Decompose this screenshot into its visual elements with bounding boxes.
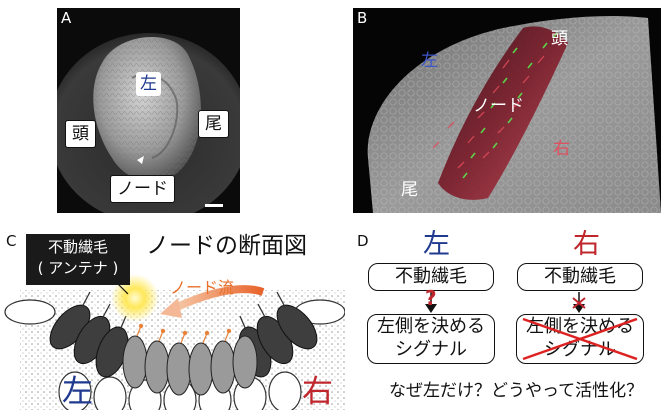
question-mark: ? xyxy=(425,286,437,310)
left-signal-box: 左側を決める シグナル xyxy=(367,314,495,364)
panel-a-tail-label: 尾 xyxy=(198,110,229,138)
immotile-cilia-label-box: 不動繊毛 ( アンテナ ) xyxy=(26,234,130,285)
panel-a-left-label: 左 xyxy=(136,72,161,96)
panel-b-letter: B xyxy=(357,9,368,27)
panel-a: A 左 頭 尾 ノード xyxy=(49,8,249,223)
left-signal-line1: 左側を決める xyxy=(377,316,485,337)
right-signal-line1: 左側を決める xyxy=(526,316,634,337)
panel-c-title: ノードの断面図 xyxy=(146,233,307,259)
scale-bar xyxy=(205,204,223,207)
panel-d-right-heading: 右 xyxy=(573,229,600,260)
panel-b-head-label: 頭 xyxy=(551,29,568,49)
panel-b-left-label: 左 xyxy=(421,51,438,71)
panel-d-left-heading: 左 xyxy=(423,229,450,260)
node-arrowhead-icon xyxy=(137,156,144,164)
fluorescence-node-image xyxy=(367,16,661,213)
panel-a-head-label: 頭 xyxy=(65,120,96,148)
left-immotile-cilia-box: 不動繊毛 xyxy=(368,263,494,291)
flow-arrowhead-icon xyxy=(160,298,182,318)
panel-a-letter: A xyxy=(61,9,72,27)
panel-d: D 左 右 不動繊毛 不動繊毛 ? 左側を決める シグナル 左側を決める シグナ… xyxy=(345,222,670,410)
panel-b-node-label: ノード xyxy=(473,96,524,116)
panel-c-right-label: 右 xyxy=(302,374,333,410)
panel-a-node-label: ノード xyxy=(110,175,175,203)
panel-d-caption: なぜ左だけ？どうやって活性化？ xyxy=(389,381,644,401)
right-arrowhead-icon xyxy=(573,304,585,313)
left-signal-line2: シグナル xyxy=(395,339,467,360)
panel-d-letter: D xyxy=(357,232,369,250)
immotile-cilia-label: 不動繊毛 xyxy=(47,238,108,256)
antenna-label: ( アンテナ ) xyxy=(37,259,119,277)
right-signal-box: 左側を決める シグナル xyxy=(516,314,644,364)
right-immotile-cilia-box: 不動繊毛 xyxy=(517,263,643,291)
panel-b-tail-label: 尾 xyxy=(401,180,418,200)
panel-c-letter: C xyxy=(6,232,17,250)
node-cross-section-diagram xyxy=(4,274,345,410)
cross-out-mark xyxy=(522,317,638,361)
sem-embryo-image xyxy=(49,33,249,223)
panel-c: C ノードの断面図 不動繊毛 ( アンテナ ) ノード流 左 右 xyxy=(0,222,345,410)
panel-b-right-label: 右 xyxy=(553,139,570,159)
panel-c-left-label: 左 xyxy=(62,374,93,410)
sensory-glow xyxy=(111,274,159,322)
nodal-flow-label: ノード流 xyxy=(170,278,235,297)
panel-b: B 頭 左 ノード 右 尾 xyxy=(353,8,661,213)
